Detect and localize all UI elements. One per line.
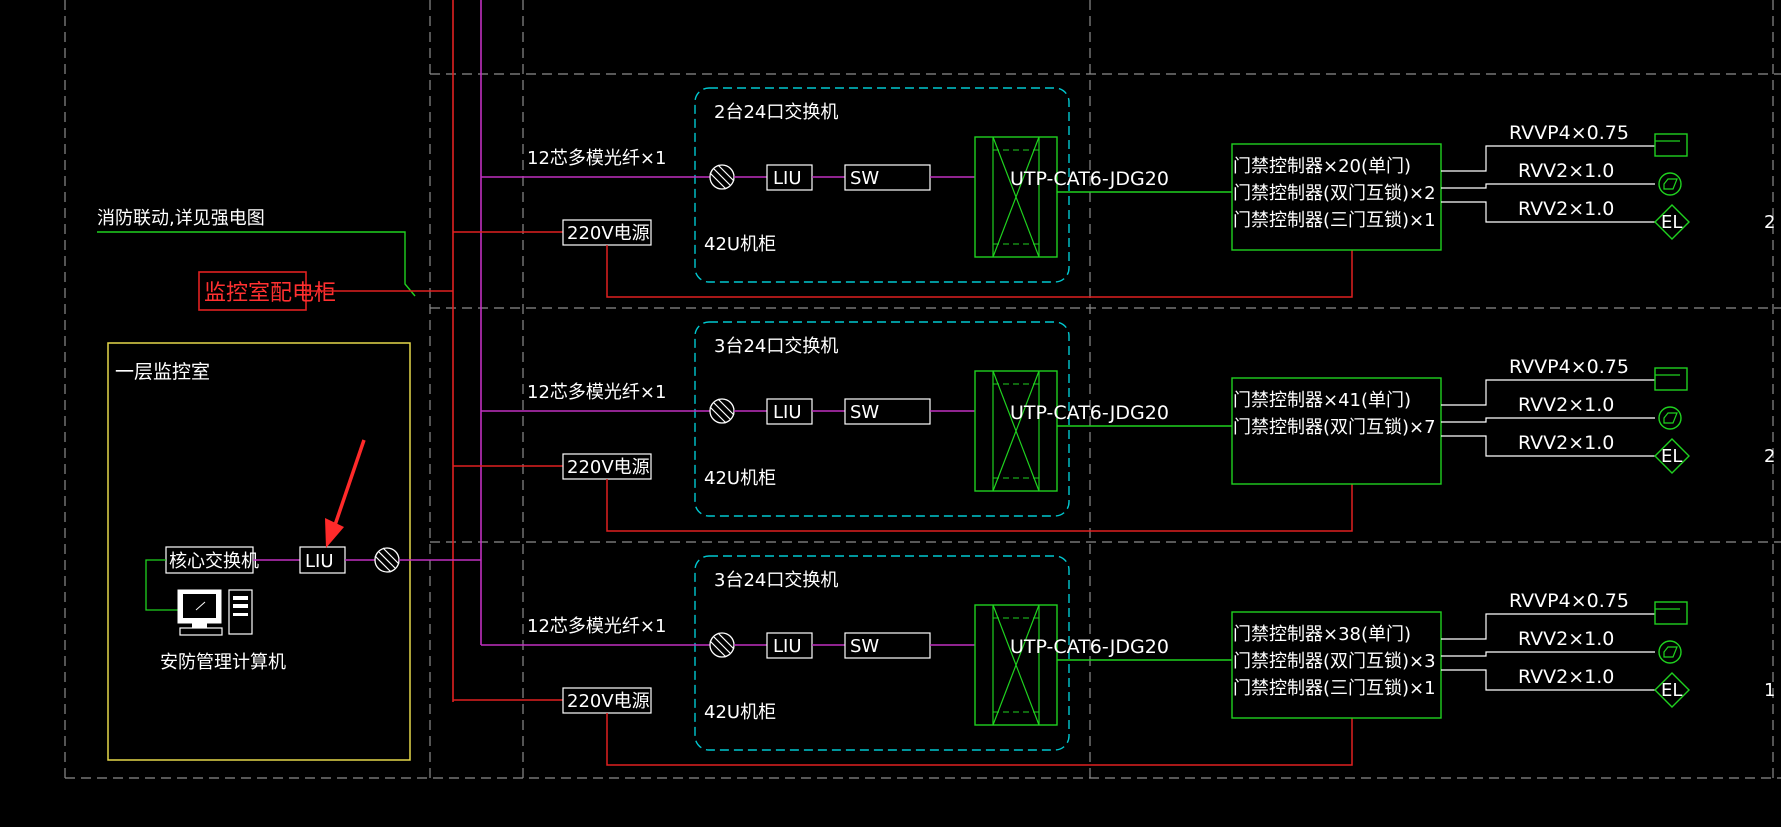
floor-label-fragment: 1 (1764, 680, 1775, 701)
cable-spec-label: RVV2×1.0 (1518, 432, 1614, 454)
patch-panel-icon (974, 604, 1058, 726)
power-cabinet-label: 监控室配电柜 (204, 281, 336, 306)
rack-label: 42U机柜 (704, 702, 776, 723)
controller-line: 门禁控制器×41(单门) (1233, 390, 1411, 411)
sw-label: SW (850, 402, 879, 423)
fiber-label: 12芯多模光纤×1 (527, 616, 666, 637)
core-switch-label: 核心交换机 (169, 551, 259, 572)
switch-count-label: 2台24口交换机 (714, 102, 838, 123)
floor-label-fragment: 2 (1764, 212, 1775, 233)
controller-line: 门禁控制器×20(单门) (1233, 156, 1411, 177)
patch-panel-icon (974, 136, 1058, 258)
card-reader-icon (1654, 367, 1688, 391)
cable-spec-label: RVV2×1.0 (1518, 394, 1614, 416)
liu-label: LIU (773, 402, 802, 423)
fiber-connector-icon (709, 398, 735, 424)
monitoring-room: 一层监控室 核心交换机 LIU 安防管理计算机 (107, 342, 481, 761)
liu-label-room: LIU (305, 551, 334, 572)
computer-icon (177, 589, 253, 636)
monitoring-room-frame (107, 342, 411, 761)
room-title: 一层监控室 (115, 361, 210, 383)
fiber-connector-icon (709, 632, 735, 658)
card-reader-cable (1441, 145, 1655, 172)
cable-spec-label: RVVP4×0.75 (1509, 122, 1629, 144)
cable-spec-label: RVVP4×0.75 (1509, 590, 1629, 612)
power-supply-label: 220V电源 (567, 223, 650, 244)
card-reader-icon (1654, 133, 1688, 157)
power-supply-label: 220V电源 (567, 691, 650, 712)
controller-line: 门禁控制器(双门互锁)×7 (1233, 417, 1436, 438)
cable-spec-label: RVV2×1.0 (1518, 628, 1614, 650)
power-return-line (606, 479, 1353, 532)
electric-lock-icon: EL (1654, 438, 1690, 474)
grid-frame (64, 0, 1781, 779)
exit-button-icon (1658, 406, 1682, 430)
controller-line: 门禁控制器×38(单门) (1233, 624, 1411, 645)
liu-label: LIU (773, 636, 802, 657)
controller-line: 门禁控制器(双门互锁)×2 (1233, 183, 1436, 204)
rack-label: 42U机柜 (704, 234, 776, 255)
sw-label: SW (850, 168, 879, 189)
patch-panel-icon (974, 370, 1058, 492)
cable-spec-label: RVV2×1.0 (1518, 198, 1614, 220)
cable-label: UTP-CAT6-JDG20 (1010, 402, 1169, 424)
rack-label: 42U机柜 (704, 468, 776, 489)
floor-label-fragment: 2 (1764, 446, 1775, 467)
controller-line: 门禁控制器(三门互锁)×1 (1233, 678, 1436, 699)
access-controller-box (1231, 611, 1442, 719)
electric-lock-cable (1441, 669, 1655, 691)
access-controller-box (1231, 143, 1442, 251)
cable-spec-label: RVVP4×0.75 (1509, 356, 1629, 378)
lock-symbol-text: EL (1661, 680, 1682, 701)
fiber-connector-icon (709, 164, 735, 190)
electric-lock-icon: EL (1654, 204, 1690, 240)
exit-button-cable (1441, 651, 1655, 657)
controller-line: 门禁控制器(三门互锁)×1 (1233, 210, 1436, 231)
red-arrow-icon (325, 439, 366, 548)
electric-lock-icon: EL (1654, 672, 1690, 708)
fiber-label: 12芯多模光纤×1 (527, 148, 666, 169)
lock-symbol-text: EL (1661, 212, 1682, 233)
rack-cabinet-frame (694, 321, 1070, 517)
rack-cabinet-frame (694, 555, 1070, 751)
power-supply-label: 220V电源 (567, 457, 650, 478)
fire-link-label: 消防联动,详见强电图 (97, 208, 265, 229)
controller-line: 门禁控制器(双门互锁)×3 (1233, 651, 1436, 672)
power-return-line (606, 245, 1353, 298)
exit-button-cable (1441, 417, 1655, 423)
electric-lock-cable (1441, 201, 1655, 223)
cable-label: UTP-CAT6-JDG20 (1010, 636, 1169, 658)
computer-label: 安防管理计算机 (160, 652, 286, 673)
fiber-label: 12芯多模光纤×1 (527, 382, 666, 403)
switch-count-label: 3台24口交换机 (714, 570, 838, 591)
lock-symbol-text: EL (1661, 446, 1682, 467)
electric-lock-cable (1441, 435, 1655, 457)
cable-label: UTP-CAT6-JDG20 (1010, 168, 1169, 190)
access-controller-box (1231, 377, 1442, 485)
exit-button-cable (1441, 183, 1655, 189)
card-reader-cable (1441, 613, 1655, 640)
cable-spec-label: RVV2×1.0 (1518, 666, 1614, 688)
rack-cabinet-frame (694, 87, 1070, 283)
exit-button-icon (1658, 640, 1682, 664)
liu-label: LIU (773, 168, 802, 189)
card-reader-cable (1441, 379, 1655, 406)
switch-count-label: 3台24口交换机 (714, 336, 838, 357)
fiber-connector-icon (374, 547, 400, 573)
card-reader-icon (1654, 601, 1688, 625)
exit-button-icon (1658, 172, 1682, 196)
power-return-line (606, 713, 1353, 766)
cable-spec-label: RVV2×1.0 (1518, 160, 1614, 182)
sw-label: SW (850, 636, 879, 657)
power-cabinet-group: 消防联动,详见强电图 监控室配电柜 (97, 208, 453, 311)
